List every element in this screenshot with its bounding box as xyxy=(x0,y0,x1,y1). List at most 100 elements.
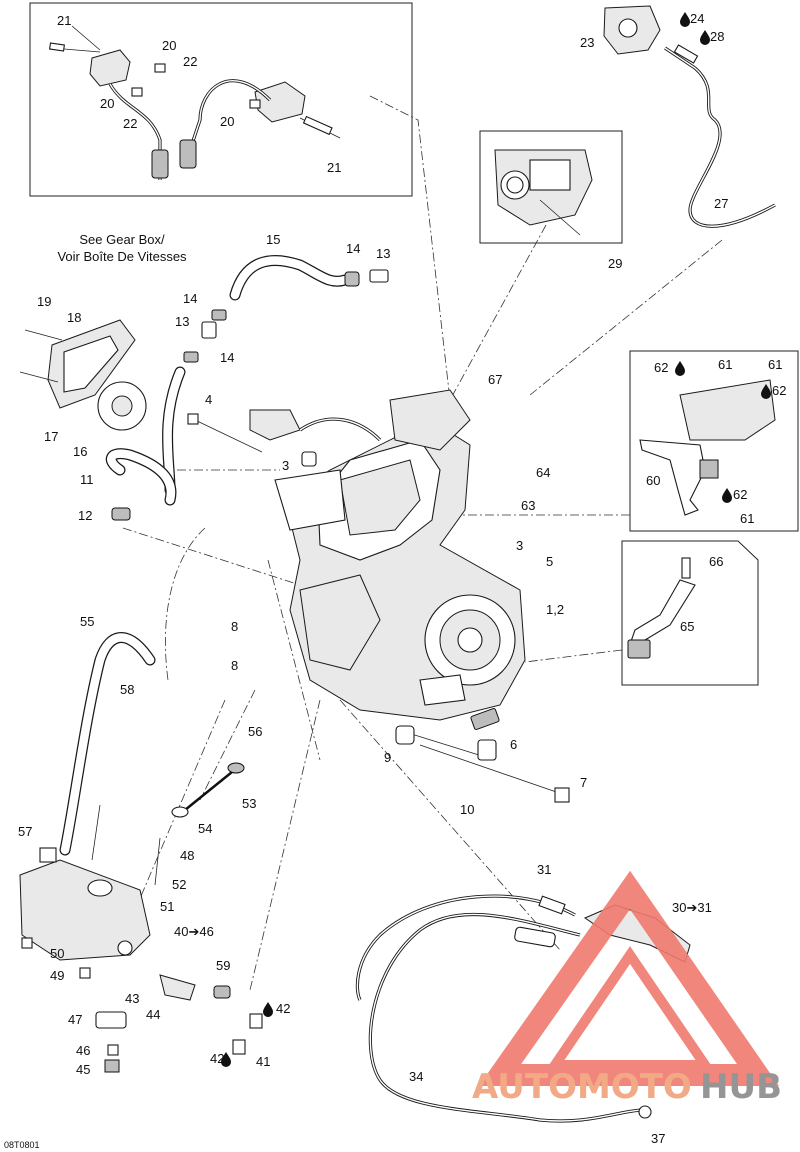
callout-27: 27 xyxy=(714,196,728,211)
callout-8: 8 xyxy=(231,658,238,673)
watermark-triangle xyxy=(478,870,779,1086)
callout-44: 44 xyxy=(146,1007,160,1022)
callout-42: 42 xyxy=(276,1001,290,1016)
oil-drop-icon xyxy=(722,488,732,503)
callout-61: 61 xyxy=(768,357,782,372)
oil-drop-icon xyxy=(675,361,685,376)
callout-20: 20 xyxy=(100,96,114,111)
callout-3: 3 xyxy=(282,458,289,473)
callout-1-2: 1,2 xyxy=(546,602,564,617)
oil-drop-icon xyxy=(680,12,690,27)
mounting-bolts xyxy=(187,413,570,803)
callout-49: 49 xyxy=(50,968,64,983)
callout-65: 65 xyxy=(680,619,694,634)
callout-5: 5 xyxy=(546,554,553,569)
callout-7: 7 xyxy=(580,775,587,790)
callout-20: 20 xyxy=(220,114,234,129)
bracket-inset-box xyxy=(629,350,799,532)
callout-23: 23 xyxy=(580,35,594,50)
oil-drop-icons xyxy=(221,12,771,1067)
callout-13: 13 xyxy=(376,246,390,261)
callout-41: 41 xyxy=(256,1054,270,1069)
callout-50: 50 xyxy=(50,946,64,961)
watermark-brand-right: HUB xyxy=(700,1067,782,1107)
callout-16: 16 xyxy=(73,444,87,459)
oil-dipstick xyxy=(91,762,245,886)
oil-drop-icon xyxy=(761,384,771,399)
callout-62: 62 xyxy=(654,360,668,375)
oil-drop-icon xyxy=(263,1002,273,1017)
callout-18: 18 xyxy=(67,310,81,325)
sprocket-cover-assembly xyxy=(19,319,147,431)
callout-45: 45 xyxy=(76,1062,90,1077)
callout-52: 52 xyxy=(172,877,186,892)
callout-29: 29 xyxy=(608,256,622,271)
callout-66: 66 xyxy=(709,554,723,569)
callout-14: 14 xyxy=(346,241,360,256)
callout-48: 48 xyxy=(180,848,194,863)
callout-30-31: 30➔31 xyxy=(672,900,712,915)
engine-assembly xyxy=(249,389,526,730)
callout-40-46: 40➔46 xyxy=(174,924,214,939)
automotohub-watermark-logo: AUTOMOTO HUB xyxy=(472,870,782,1107)
callout-24: 24 xyxy=(690,11,704,26)
callout-51: 51 xyxy=(160,899,174,914)
callout-17: 17 xyxy=(44,429,58,444)
kick-start-lever xyxy=(627,557,696,659)
callout-6: 6 xyxy=(510,737,517,752)
callout-12: 12 xyxy=(78,508,92,523)
callout-55: 55 xyxy=(80,614,94,629)
callout-62: 62 xyxy=(733,487,747,502)
callout-8: 8 xyxy=(231,619,238,634)
support-bracket xyxy=(639,379,776,516)
oil-drop-icon xyxy=(700,30,710,45)
callout-15: 15 xyxy=(266,232,280,247)
callout-3: 3 xyxy=(516,538,523,553)
oil-tank-assembly xyxy=(19,847,263,1073)
ignition-coil-assembly xyxy=(49,25,341,180)
callout-28: 28 xyxy=(710,29,724,44)
callout-37: 37 xyxy=(651,1131,665,1146)
drawing-code: 08T0801 xyxy=(4,1140,40,1150)
callout-20: 20 xyxy=(162,38,176,53)
callout-9: 9 xyxy=(384,750,391,765)
callout-63: 63 xyxy=(521,498,535,513)
callout-14: 14 xyxy=(183,291,197,306)
gearbox-note-en: See Gear Box/ xyxy=(79,232,165,247)
callout-11: 11 xyxy=(80,472,94,487)
callout-34: 34 xyxy=(409,1069,423,1084)
callout-60: 60 xyxy=(646,473,660,488)
ignition-coil-inset-box xyxy=(29,2,413,197)
callout-58: 58 xyxy=(120,682,134,697)
callout-61: 61 xyxy=(740,511,754,526)
callout-14: 14 xyxy=(220,350,234,365)
callout-22: 22 xyxy=(183,54,197,69)
callout-47: 47 xyxy=(68,1012,82,1027)
callout-46: 46 xyxy=(76,1043,90,1058)
callout-42: 42 xyxy=(210,1051,224,1066)
callout-22: 22 xyxy=(123,116,137,131)
throttle-body xyxy=(494,149,593,236)
callout-61: 61 xyxy=(718,357,732,372)
gearbox-note-fr: Voir Boîte De Vitesses xyxy=(57,249,187,264)
callout-4: 4 xyxy=(205,392,212,407)
callout-labels: 21 20 22 20 22 20 21 23 24 28 27 29 15 1… xyxy=(18,11,786,1146)
kick-lever-inset-box xyxy=(621,540,759,686)
callout-62: 62 xyxy=(772,383,786,398)
callout-56: 56 xyxy=(248,724,262,739)
callout-53: 53 xyxy=(242,796,256,811)
callout-67: 67 xyxy=(488,372,502,387)
watermark-brand-left: AUTOMOTO xyxy=(472,1067,692,1107)
callout-21: 21 xyxy=(327,160,341,175)
oil-drop-icon xyxy=(221,1052,231,1067)
callout-21: 21 xyxy=(57,13,71,28)
throttle-body-inset-box xyxy=(479,130,623,244)
callout-10: 10 xyxy=(460,802,474,817)
callout-31: 31 xyxy=(537,862,551,877)
throttle-control-assembly xyxy=(603,5,776,228)
callout-54: 54 xyxy=(198,821,212,836)
callout-43: 43 xyxy=(125,991,139,1006)
coolant-hoses xyxy=(59,254,389,856)
callout-57: 57 xyxy=(18,824,32,839)
